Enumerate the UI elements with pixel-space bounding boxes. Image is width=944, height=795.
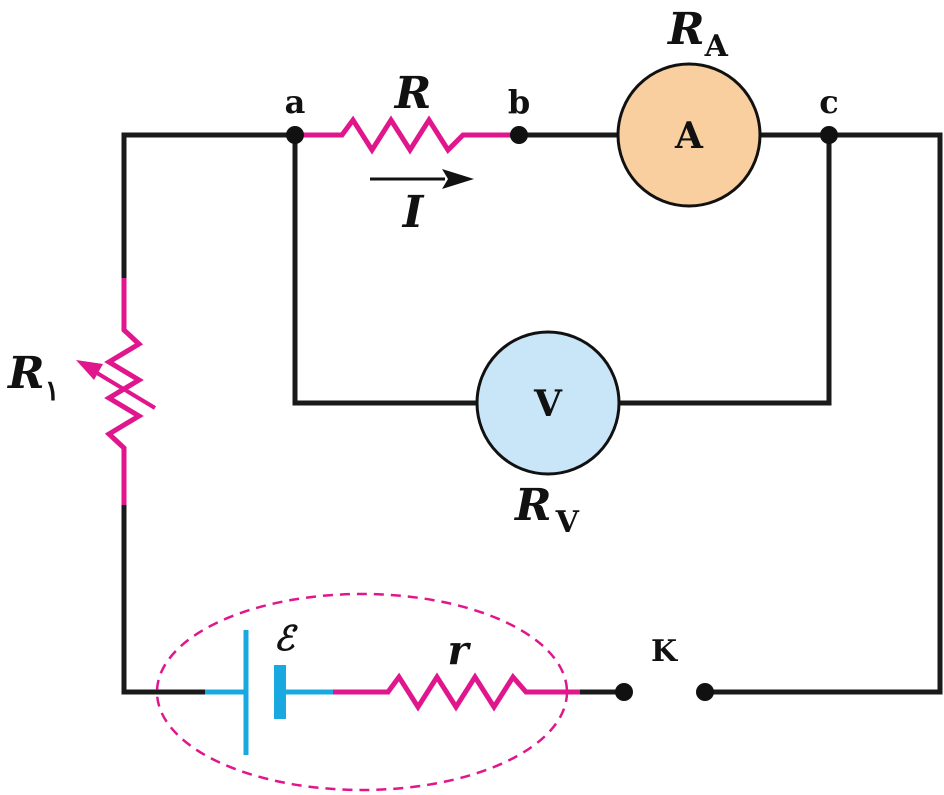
ammeter-letter: A	[674, 115, 704, 157]
wire-left-bottom	[121, 502, 208, 695]
ammeter-resistance-symbol: R	[666, 4, 705, 55]
ammeter-resistance-subscript: A	[704, 29, 729, 64]
voltmeter-resistance-subscript: V	[555, 505, 580, 540]
source-boundary	[155, 592, 569, 792]
node-b-label: b	[508, 83, 530, 121]
node-c-label: c	[819, 83, 838, 121]
switch-terminal-left	[615, 683, 633, 701]
rheostat	[76, 278, 157, 505]
node-b-dot	[510, 126, 528, 144]
current-label: I	[401, 187, 425, 238]
node-a-label: a	[285, 83, 306, 121]
rheostat-label: R۱	[6, 348, 60, 407]
resistor-R	[295, 115, 519, 155]
switch-terminal-right	[696, 683, 714, 701]
wires	[121, 132, 943, 695]
battery	[205, 630, 333, 755]
voltmeter-circle	[475, 330, 621, 476]
rheostat-symbol: R	[6, 348, 45, 399]
node-a-dot	[286, 126, 304, 144]
wire-ammeter-to-right	[702, 132, 943, 695]
wire-voltmeter-right	[616, 132, 832, 406]
emf-label: ℰ	[274, 619, 299, 659]
ammeter-resistance-label: RA	[666, 4, 729, 64]
current-arrow	[370, 169, 474, 189]
rheostat-arrow-shaft	[90, 368, 157, 410]
ammeter-circle	[616, 62, 762, 208]
internal-resistor-r	[333, 672, 580, 712]
rheostat-arrow-head	[76, 360, 103, 380]
node-c-dot	[820, 126, 838, 144]
switch-label: K	[651, 634, 678, 669]
internal-resistance-label: r	[447, 627, 471, 674]
voltmeter-letter: V	[533, 383, 563, 425]
wire-voltmeter-left	[292, 132, 480, 406]
resistor-R-label: R	[393, 68, 432, 119]
voltmeter-resistance-symbol: R	[513, 480, 552, 531]
rheostat-subscript: ۱	[45, 374, 60, 407]
wire-left-top	[121, 132, 298, 281]
